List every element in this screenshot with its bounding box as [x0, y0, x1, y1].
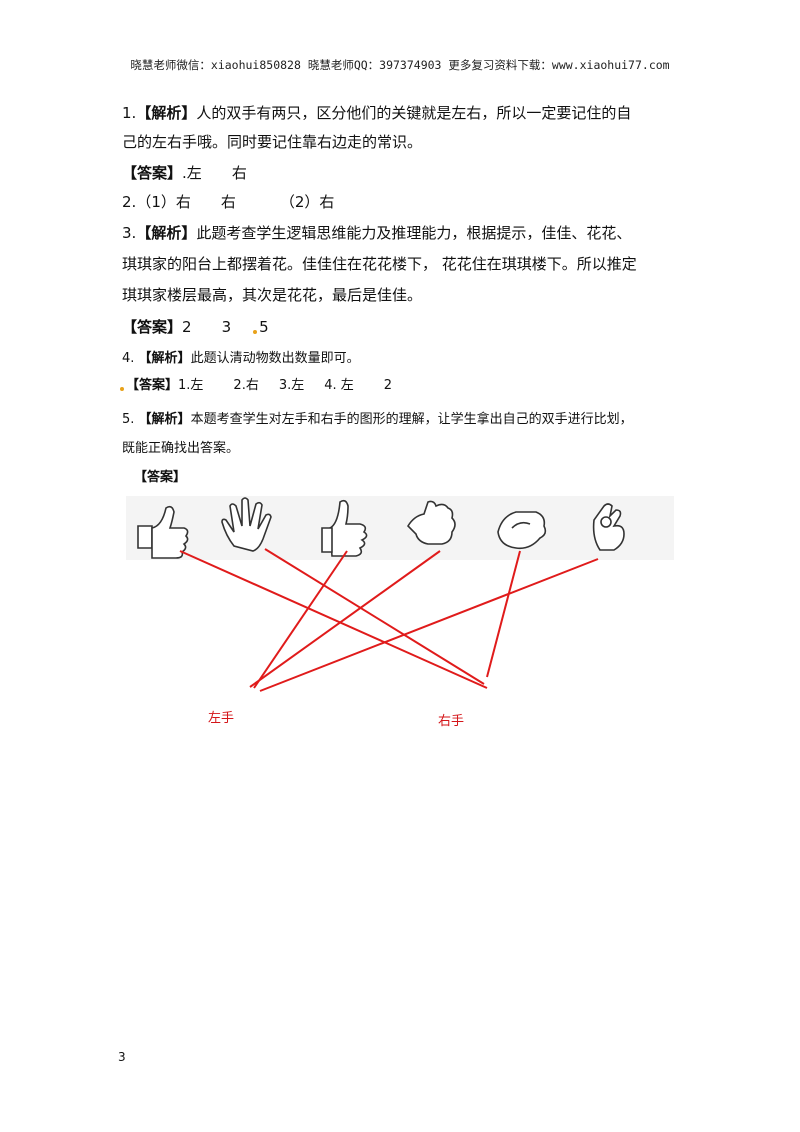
q1-answer-sep: . [182, 164, 187, 182]
q1-explanation-line2: 己的左右手哦。同时要记住靠右边走的常识。 [122, 133, 423, 151]
q4-answer-2: 2.右 [233, 378, 259, 393]
q1-answer-b: 右 [231, 164, 247, 182]
q4-answer-5: 2 [383, 378, 393, 393]
q3-explanation-text: 此题考查学生逻辑思维能力及推理能力，根据提示，佳佳、花花、 [196, 224, 632, 242]
left-hand-label: 左手 [208, 711, 235, 726]
hand-grip-icon [497, 511, 547, 550]
q2-answer: 2.（1）右 右 （2）右 [122, 191, 334, 212]
q1-number: 1. [122, 104, 137, 122]
q4-answer-1: 1.左 [178, 378, 204, 393]
q3-answer-a: 2 [182, 318, 192, 336]
q3-explanation-line2: 琪琪家的阳台上都摆着花。佳佳住在花花楼下， 花花住在琪琪楼下。所以推定 [122, 255, 637, 273]
q1-explanation-line1: 1.【解析】人的双手有两只，区分他们的关键就是左右，所以一定要记住的自 [122, 102, 631, 123]
q5-explanation-line2: 既能正确找出答案。 [122, 441, 240, 456]
match-line-4 [249, 550, 441, 688]
q3-answer: 【答案】2 3 5 [122, 316, 269, 337]
hand-thumbs-up-right-icon [321, 499, 368, 557]
q4-explanation-tag: 【解析】 [138, 351, 191, 366]
q3-number: 3. [122, 224, 137, 242]
mark-dot [120, 387, 124, 391]
q3-answer-tag: 【答案】 [122, 318, 183, 336]
match-line-3 [253, 550, 348, 689]
q1-explanation-tag: 【解析】 [136, 104, 197, 122]
match-line-1 [179, 550, 488, 689]
q3-explanation-line1: 3.【解析】此题考查学生逻辑思维能力及推理能力，根据提示，佳佳、花花、 [122, 222, 631, 243]
match-line-5 [486, 550, 521, 678]
q4-answer-4: 4. 左 [324, 378, 354, 393]
q4-explanation-text: 此题认清动物数出数量即可。 [190, 351, 360, 366]
q3-explanation-tag: 【解析】 [136, 224, 197, 242]
q5-explanation-text: 本题考查学生对左手和右手的图形的理解，让学生拿出自己的双手进行比划， [190, 412, 633, 427]
page-number: 3 [118, 1050, 126, 1064]
hand-open-palm-icon [221, 497, 272, 552]
q1-answer: 【答案】.左 右 [122, 162, 247, 183]
right-hand-label: 右手 [438, 714, 465, 729]
q5-explanation-line1: 5. 【解析】本题考查学生对左手和右手的图形的理解，让学生拿出自己的双手进行比划… [122, 408, 633, 427]
hands-image-background [126, 496, 674, 560]
q3-answer-b: 3 [221, 318, 232, 336]
hand-fist-icon [406, 500, 456, 545]
q3-explanation-line3: 琪琪家楼层最高，其次是花花，最后是佳佳。 [122, 286, 423, 304]
match-line-2 [264, 548, 485, 685]
q2-part1: （1）右 [136, 193, 191, 211]
q4-explanation: 4. 【解析】此题认清动物数出数量即可。 [122, 347, 360, 366]
hand-ok-sign-icon [592, 503, 625, 551]
q2-part1-b: 右 [220, 193, 236, 211]
q2-number: 2. [122, 193, 137, 211]
q3-answer-c: 5 [259, 318, 269, 336]
mark-dot [253, 330, 258, 334]
hand-matching-diagram [126, 496, 674, 692]
matching-lines [179, 548, 599, 692]
match-line-6 [259, 558, 599, 692]
hand-thumbs-up-icon [137, 505, 189, 559]
q1-answer-a: 左 [186, 164, 202, 182]
q5-explanation-tag: 【解析】 [138, 412, 191, 427]
q1-answer-tag: 【答案】 [122, 164, 183, 182]
q1-explanation-text: 人的双手有两只，区分他们的关键就是左右，所以一定要记住的自 [196, 104, 632, 122]
q4-answer-tag: 【答案】 [126, 378, 179, 393]
q4-number: 4. [122, 351, 135, 366]
page-header: 晓慧老师微信：xiaohui850828 晓慧老师QQ：397374903 更多… [130, 58, 670, 72]
q5-answer-tag: 【答案】 [134, 470, 187, 485]
q4-answer-3: 3.左 [278, 378, 305, 393]
q5-number: 5. [122, 412, 135, 427]
q2-part2: （2）右 [279, 193, 335, 211]
q4-answer: 【答案】1.左 2.右 3.左 4. 左 2 [118, 374, 392, 393]
